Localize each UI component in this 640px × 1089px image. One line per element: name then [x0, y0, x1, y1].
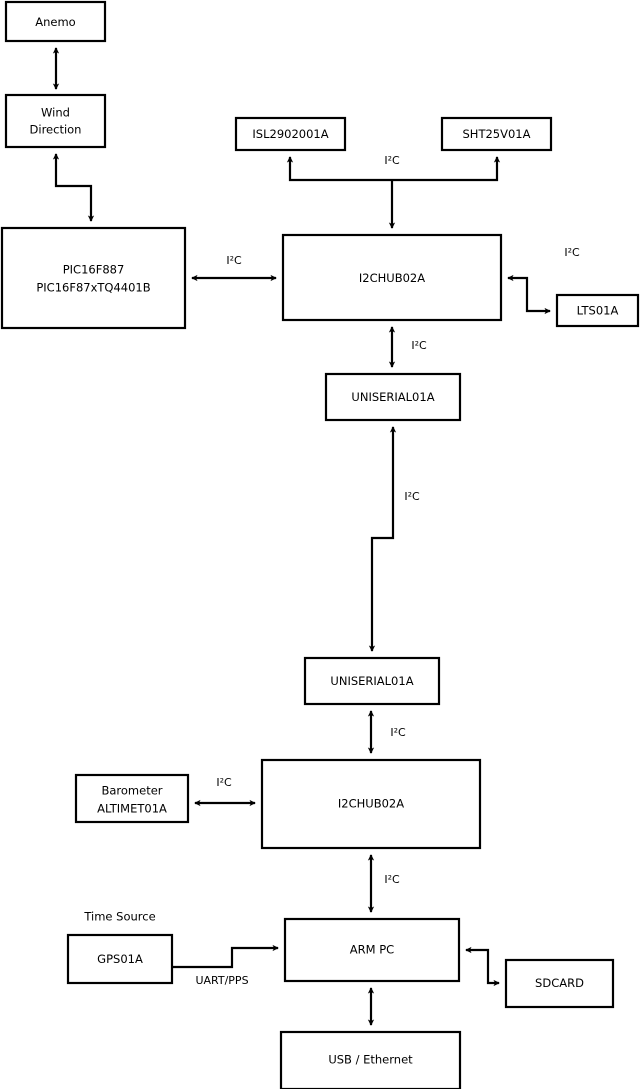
node-pic-mcu[interactable]: PIC16F887 PIC16F87xTQ4401B [0, 226, 187, 330]
edge-label-hub-lts: I²C [564, 246, 580, 259]
time-source-label: Time Source [83, 910, 155, 924]
edge-armpc-sdcard [465, 946, 500, 987]
edge-label-hub-uniserial1: I²C [411, 339, 427, 352]
node-i2chub02a-bottom[interactable]: I2CHUB02A [260, 758, 482, 850]
node-isl2902001a-label: ISL2902001A [252, 127, 328, 141]
node-pic-mcu-label-line1: PIC16F887 [63, 263, 125, 277]
node-usb-ethernet[interactable]: USB / Ethernet [279, 1030, 462, 1089]
node-uniserial01a-upper[interactable]: UNISERIAL01A [324, 372, 462, 422]
node-usb-ethernet-label: USB / Ethernet [328, 1053, 413, 1067]
node-lts01a[interactable]: LTS01A [555, 293, 640, 328]
edge-wind-pic [52, 153, 95, 222]
edge-label-gps-armpc: UART/PPS [195, 974, 248, 987]
node-uniserial01a-lower-label: UNISERIAL01A [330, 674, 413, 688]
edge-label-hub-sensors: I²C [384, 154, 400, 167]
node-i2chub02a-top-label: I2CHUB02A [359, 271, 425, 285]
edge-hub-lts [507, 274, 551, 315]
edge-hub-sensors-left [286, 156, 392, 182]
edge-label-uniserial-link: I²C [404, 490, 420, 503]
edge-label-hub-armpc: I²C [384, 873, 400, 886]
node-gps01a-label: GPS01A [97, 952, 143, 966]
node-sht25v01a-label: SHT25V01A [463, 127, 531, 141]
node-lts01a-label: LTS01A [577, 304, 619, 318]
node-sdcard-label: SDCARD [535, 976, 584, 990]
node-sdcard[interactable]: SDCARD [504, 958, 615, 1009]
edge-hub-sensors-right [392, 156, 501, 182]
node-isl2902001a[interactable]: ISL2902001A [234, 116, 347, 152]
node-barometer-label-line2: ALTIMET01A [97, 802, 167, 816]
node-anemo-label: Anemo [35, 15, 75, 29]
node-gps01a[interactable]: GPS01A [66, 933, 174, 985]
node-pic-mcu-label-line2: PIC16F87xTQ4401B [36, 281, 150, 295]
node-sht25v01a[interactable]: SHT25V01A [440, 116, 553, 152]
node-wind-direction[interactable]: Wind Direction [4, 93, 107, 149]
edge-label-barometer-hub: I²C [216, 776, 232, 789]
node-anemo[interactable]: Anemo [4, 0, 107, 43]
node-wind-direction-label-line2: Direction [30, 123, 82, 137]
node-arm-pc-label: ARM PC [350, 943, 394, 957]
node-wind-direction-label-line1: Wind [41, 106, 70, 120]
edge-label-uniserial2-hub: I²C [390, 726, 406, 739]
edge-label-layer: I²C I²C I²C I²C I²C I²C I²C I²C UART/PPS [195, 154, 580, 987]
edge-label-pic-hub: I²C [226, 254, 242, 267]
edge-uniserial-link [368, 426, 397, 652]
free-label-layer: Time Source [83, 910, 155, 924]
node-i2chub02a-bottom-label: I2CHUB02A [338, 797, 404, 811]
node-barometer-label-line1: Barometer [101, 784, 162, 798]
node-i2chub02a-top[interactable]: I2CHUB02A [281, 233, 503, 322]
node-uniserial01a-lower[interactable]: UNISERIAL01A [303, 656, 441, 706]
node-uniserial01a-upper-label: UNISERIAL01A [351, 390, 434, 404]
node-barometer-altimet01a[interactable]: Barometer ALTIMET01A [74, 773, 190, 824]
edge-layer [52, 47, 551, 1026]
edge-gps-armpc [172, 944, 279, 969]
node-arm-pc[interactable]: ARM PC [283, 917, 461, 983]
